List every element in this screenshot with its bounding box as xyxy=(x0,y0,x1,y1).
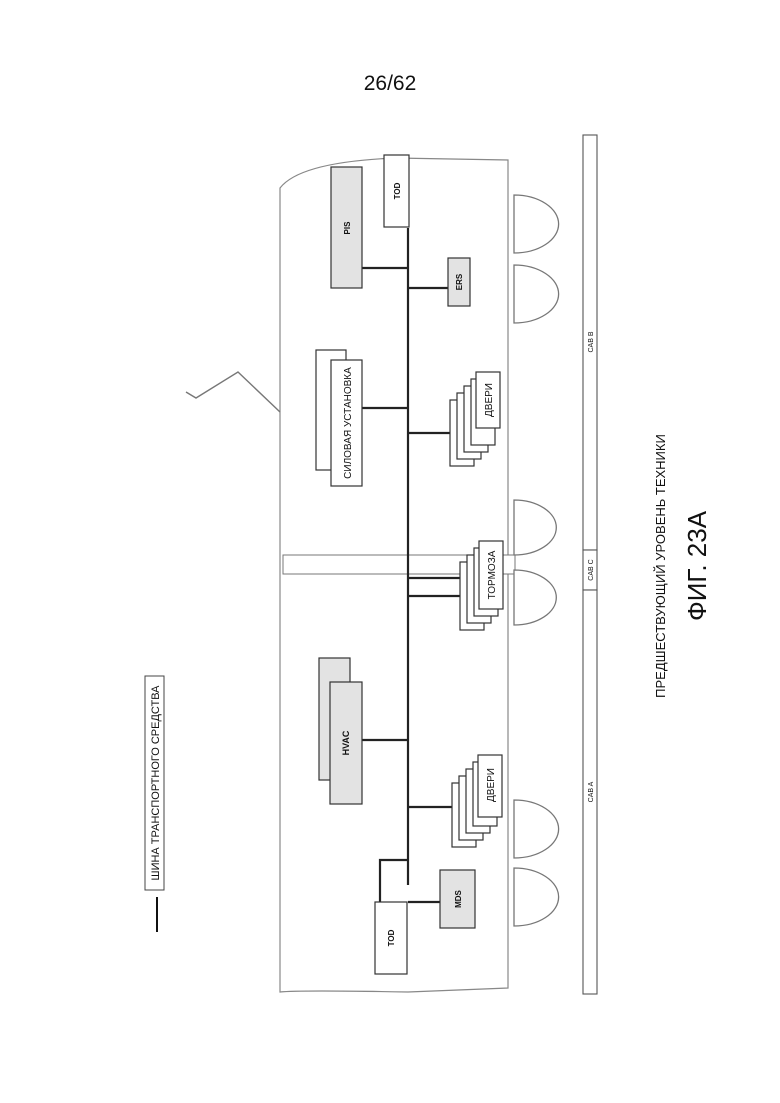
wheel xyxy=(514,800,559,858)
doors-top-label: ДВЕРИ xyxy=(484,383,495,417)
wheel xyxy=(514,868,559,926)
tod-top-label: TOD xyxy=(393,182,402,199)
legend-label: ШИНА ТРАНСПОРТНОГО СРЕДСТВА xyxy=(150,685,162,881)
cab-b-label: CAB B xyxy=(588,331,595,352)
tod-bottom-label: TOD xyxy=(387,929,396,946)
mds-label: MDS xyxy=(454,889,463,907)
cab-rail: CAB B CAB C CAB A xyxy=(583,135,597,994)
power-plant-label: СИЛОВАЯ УСТАНОВКА xyxy=(343,367,354,479)
wheel xyxy=(514,500,556,555)
pantograph xyxy=(186,372,280,412)
wheel xyxy=(514,265,559,323)
wheels xyxy=(514,195,559,926)
caption-subtitle: ПРЕДШЕСТВУЮЩИЙ УРОВЕНЬ ТЕХНИКИ xyxy=(653,434,668,698)
pis-label: PIS xyxy=(343,221,352,235)
ers-label: ERS xyxy=(455,273,464,290)
bus-branches xyxy=(362,268,460,902)
cab-a-label: CAB A xyxy=(588,781,595,802)
hvac-label: HVAC xyxy=(341,730,351,755)
vehicle-bus-to-tod-bottom xyxy=(380,860,408,902)
cab-c-label: CAB C xyxy=(588,559,595,580)
wheel xyxy=(514,570,556,625)
brakes-label: ТОРМОЗА xyxy=(487,550,498,599)
caption-title: ФИГ. 23А xyxy=(682,510,712,621)
doors-bottom-label: ДВЕРИ xyxy=(486,768,497,802)
wheel xyxy=(514,195,559,253)
